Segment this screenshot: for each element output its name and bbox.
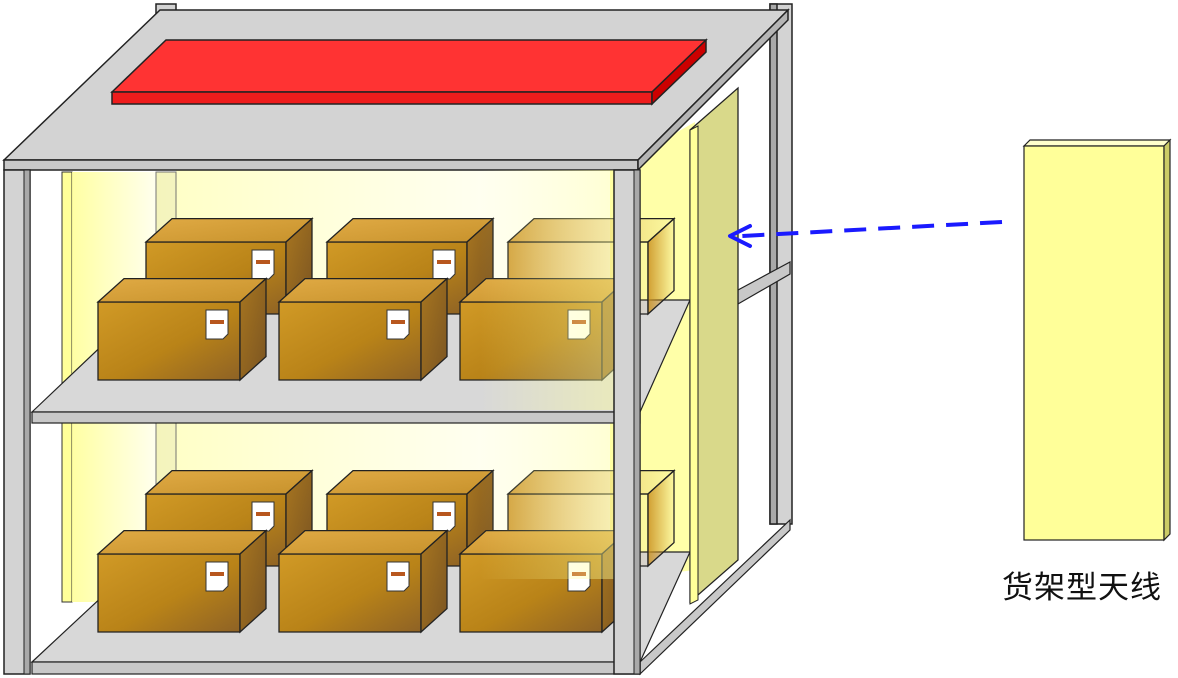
- box-side: [420, 277, 448, 382]
- bottom-shelf-front: [31, 661, 641, 675]
- box-top: [144, 217, 314, 243]
- front-post-right-edge: [633, 169, 641, 675]
- arrowhead-icon: [728, 224, 752, 248]
- box-side: [239, 277, 267, 382]
- standalone-antenna-front: [1023, 145, 1165, 541]
- rfid-tag-icon: [432, 501, 456, 532]
- red-panel-side: [651, 38, 707, 106]
- box-side: [647, 469, 675, 568]
- box-top: [144, 469, 314, 495]
- standalone-antenna-side: [1163, 138, 1171, 542]
- top-shelf-right-edge: [637, 8, 789, 172]
- rfid-tag-icon: [251, 249, 275, 280]
- signal-arrow-line: [741, 220, 1003, 238]
- side-antenna-panel-edge: [689, 125, 699, 605]
- box-top: [325, 469, 495, 495]
- antenna-label: 货架型天线: [1002, 570, 1162, 606]
- box-top: [325, 217, 495, 243]
- rfid-tag-icon: [205, 309, 229, 340]
- rfid-tag-icon: [205, 561, 229, 592]
- box-side: [647, 217, 675, 316]
- rfid-tag-icon: [386, 561, 410, 592]
- box-side: [239, 529, 267, 634]
- box-top: [277, 529, 449, 555]
- box-top: [277, 277, 449, 303]
- front-post-left-edge: [23, 169, 31, 675]
- middle-shelf-front: [31, 411, 641, 424]
- red-panel-front: [111, 91, 653, 105]
- top-shelf-front-edge: [3, 159, 639, 171]
- rear-post-right-edge: [769, 3, 778, 525]
- box-top: [96, 277, 268, 303]
- box-side: [420, 529, 448, 634]
- rfid-tag-icon: [432, 249, 456, 280]
- rfid-tag-icon: [386, 309, 410, 340]
- red-panel-top: [110, 39, 708, 93]
- rfid-tag-icon: [251, 501, 275, 532]
- box-top: [96, 529, 268, 555]
- standalone-antenna-top: [1022, 139, 1172, 147]
